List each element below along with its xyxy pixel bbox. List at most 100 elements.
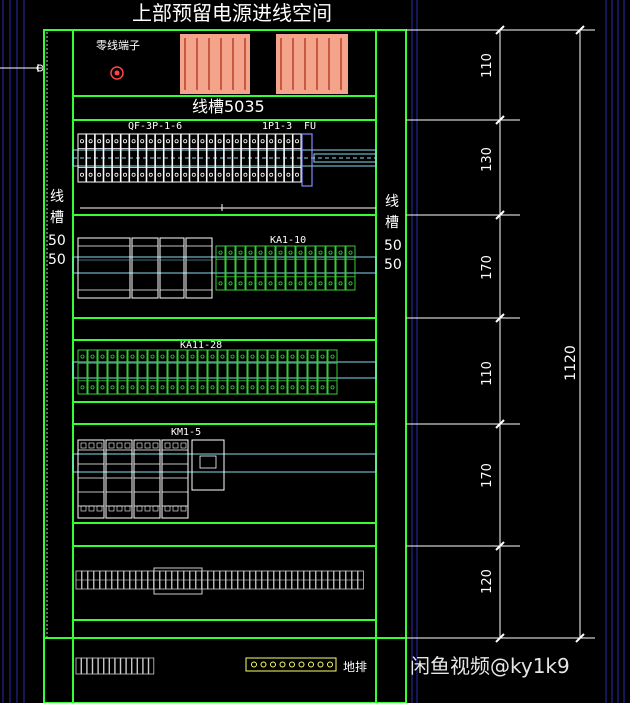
terminal-block: [219, 570, 226, 590]
qf-module: [86, 133, 96, 183]
terminal-block: [237, 570, 244, 590]
ka1-relay: [335, 245, 346, 291]
terminal-block: [231, 570, 238, 590]
terminal-block: [255, 570, 262, 590]
qf-module: [223, 133, 233, 183]
ground-bar-screw: [308, 661, 314, 668]
right-trough-num-2: 50: [384, 257, 402, 273]
ka11-relay: [167, 349, 178, 395]
qf-module: [215, 133, 225, 183]
ka1-relay: [245, 245, 256, 291]
terminal-block: [153, 570, 160, 590]
bottom-terminal: [81, 657, 87, 675]
terminal-block: [327, 570, 334, 590]
qf-module: [275, 133, 285, 183]
qf-breaker-group: [77, 133, 377, 187]
terminal-block: [273, 570, 280, 590]
fu-label: FU: [304, 121, 317, 132]
terminal-block: [105, 570, 112, 590]
terminal-block: [123, 570, 130, 590]
terminal-strip: [75, 567, 364, 595]
terminal-block: [213, 570, 220, 590]
power-supply-module: [185, 237, 213, 299]
ka11-relay-group: [77, 349, 338, 395]
left-trough-num-1: 50: [48, 233, 66, 249]
km-aux-block: [191, 439, 225, 491]
terminal-block: [285, 570, 292, 590]
km-contactor: [77, 439, 105, 519]
right-wire-trough: [375, 29, 407, 639]
terminal-block: [141, 570, 148, 590]
section-dividers: [44, 95, 406, 639]
qf-module: [120, 133, 130, 183]
dim-label-total: 1120: [562, 345, 579, 381]
ka1-relay: [315, 245, 326, 291]
ka11-relay: [297, 349, 308, 395]
terminal-block: [249, 570, 256, 590]
qf-module: [172, 133, 182, 183]
dim-label-2: 130: [479, 147, 495, 172]
terminal-block: [333, 570, 340, 590]
ground-bar-screw: [270, 661, 276, 668]
terminal-block: [303, 570, 310, 590]
ka1-relay: [215, 245, 226, 291]
ka11-relay: [307, 349, 318, 395]
ka1-relay: [345, 245, 356, 291]
qf-rail-end: [313, 153, 377, 163]
ka11-relay: [207, 349, 218, 395]
terminal-block: [309, 570, 316, 590]
terminal-block: [183, 570, 190, 590]
km-contactor: [133, 439, 161, 519]
terminal-block: [189, 570, 196, 590]
dim-label-1: 110: [479, 53, 495, 78]
ka1-relay: [295, 245, 306, 291]
qf-module: [163, 133, 173, 183]
ka11-relay: [147, 349, 158, 395]
bottom-terminal: [114, 657, 121, 675]
right-trough-char-2: 槽: [385, 215, 399, 231]
qf-module: [240, 133, 250, 183]
bottom-terminal: [103, 657, 110, 675]
bottom-terminal: [126, 657, 132, 675]
ka11-relay: [217, 349, 228, 395]
ground-bar-screw: [279, 661, 286, 668]
dim-label-5: 170: [479, 463, 495, 488]
qf-module: [189, 133, 199, 183]
ka11-relay: [277, 349, 288, 395]
qf-module: [283, 133, 293, 183]
right-trough-num-1: 50: [384, 238, 402, 254]
left-trough-char-2: 槽: [50, 210, 64, 226]
bottom-terminal: [131, 657, 138, 675]
ground-bar-screw: [327, 661, 333, 668]
ka11-relay: [197, 349, 208, 395]
ka11-relay: [247, 349, 258, 395]
ground-bar-screw: [317, 661, 324, 668]
terminal-block: [345, 570, 352, 590]
terminal-block: [111, 570, 118, 590]
terminal-block: [87, 570, 94, 590]
terminal-block: [165, 570, 172, 590]
right-border-lines: [411, 0, 625, 703]
bottom-terminal: [86, 657, 93, 675]
watermark: 闲鱼视频@ky1k9: [410, 654, 570, 678]
bottom-terminal: [92, 657, 99, 675]
ka11-relay: [117, 349, 128, 395]
terminal-block: [195, 570, 202, 590]
terminal-block: [279, 570, 286, 590]
terminal-block: [315, 570, 322, 590]
ka1-relay: [275, 245, 286, 291]
ka11-relay: [97, 349, 108, 395]
terminal-block: [93, 570, 100, 590]
km-contactor: [161, 439, 189, 519]
qf-module: [206, 133, 216, 183]
terminal-block: [225, 570, 232, 590]
power-supply-module: [131, 237, 159, 299]
terminal-block: [171, 570, 178, 590]
terminal-block: [351, 570, 358, 590]
terminal-block: [135, 570, 142, 590]
terminal-block: [357, 570, 364, 590]
bottom-terminal: [148, 657, 155, 675]
qf-module: [129, 133, 139, 183]
bottom-terminal: [142, 657, 149, 675]
